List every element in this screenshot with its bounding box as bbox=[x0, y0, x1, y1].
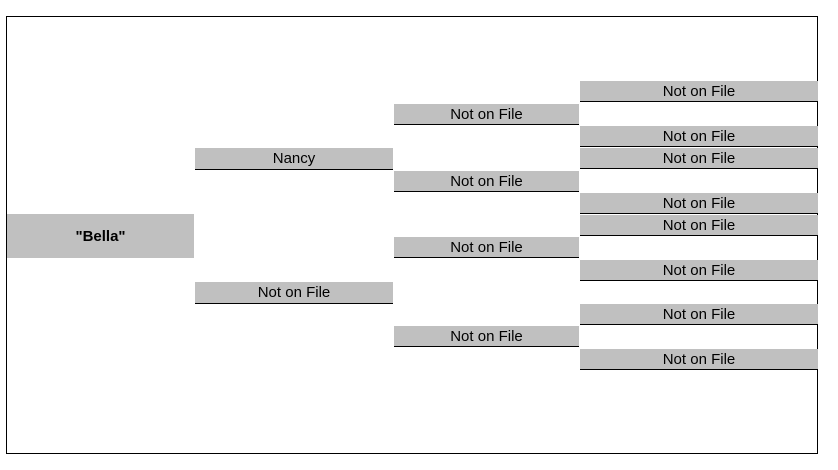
great-grandparent-4: Not on File bbox=[580, 193, 818, 214]
parent-sire: Nancy bbox=[195, 148, 393, 170]
grandparent-1: Not on File bbox=[394, 104, 579, 125]
grandparent-3: Not on File bbox=[394, 237, 579, 258]
great-grandparent-8: Not on File bbox=[580, 349, 818, 370]
great-grandparent-5: Not on File bbox=[580, 215, 818, 236]
grandparent-2: Not on File bbox=[394, 171, 579, 192]
great-grandparent-3: Not on File bbox=[580, 148, 818, 169]
subject-name: "Bella" bbox=[7, 214, 194, 258]
grandparent-4: Not on File bbox=[394, 326, 579, 347]
parent-dam: Not on File bbox=[195, 282, 393, 304]
great-grandparent-1: Not on File bbox=[580, 81, 818, 102]
great-grandparent-6: Not on File bbox=[580, 260, 818, 281]
great-grandparent-7: Not on File bbox=[580, 304, 818, 325]
great-grandparent-2: Not on File bbox=[580, 126, 818, 147]
